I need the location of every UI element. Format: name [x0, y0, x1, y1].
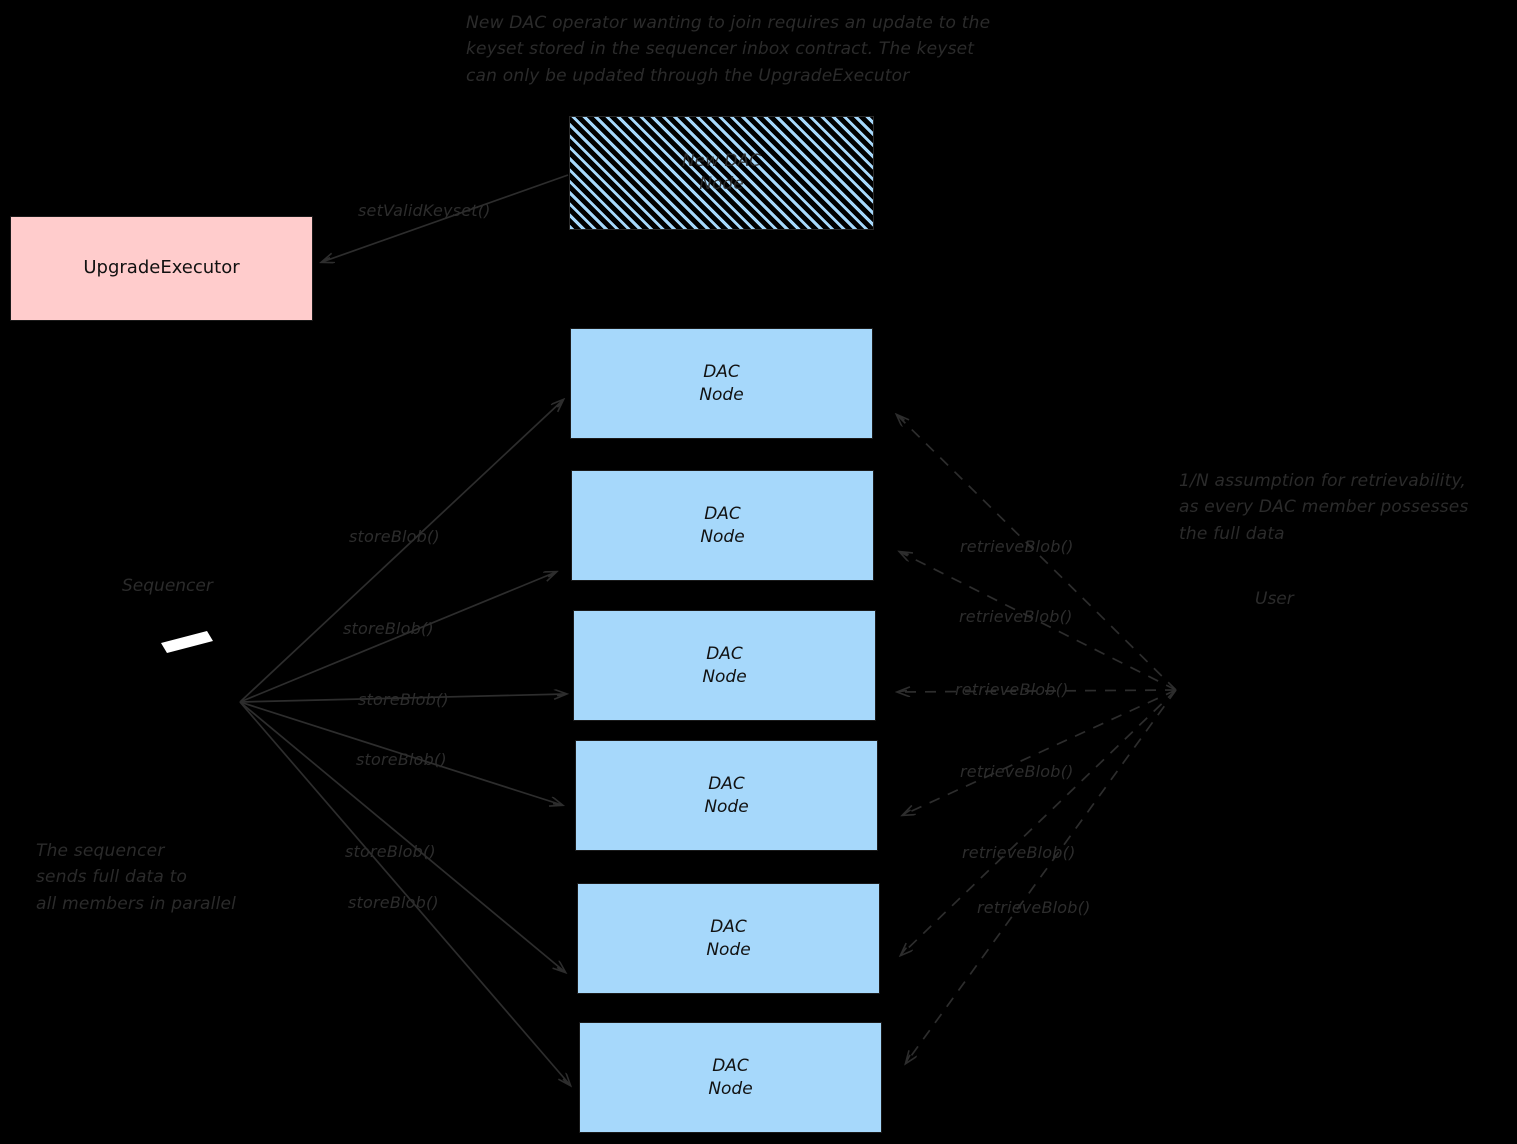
edge-label-retrieve-blob-3: retrieveBlob() — [955, 680, 1069, 699]
edge-retrieve-blob-6 — [906, 689, 1177, 1063]
edge-store-blob-1 — [239, 400, 563, 703]
user-icon — [1250, 620, 1310, 690]
actor-label-user: User — [1255, 589, 1294, 609]
note-right: 1/N assumption for retrievability, as ev… — [1179, 471, 1469, 544]
edge-label-store-blob-5: storeBlob() — [345, 842, 436, 861]
edge-label-store-blob-1: storeBlob() — [349, 527, 440, 546]
edge-label-retrieve-blob-4: retrieveBlob() — [960, 762, 1074, 781]
node-new-dac-node[interactable]: New DAC Node — [569, 116, 874, 230]
edge-store-blob-6 — [239, 701, 570, 1085]
edge-store-blob-2 — [239, 572, 556, 703]
edge-label-retrieve-blob-2: retrieveBlob() — [959, 607, 1073, 626]
edge-retrieve-blob-3 — [898, 690, 1177, 692]
edge-store-blob-4 — [239, 701, 562, 805]
note-top: New DAC operator wanting to join require… — [466, 13, 991, 86]
edge-label-store-blob-6: storeBlob() — [348, 893, 439, 912]
edge-label-retrieve-blob-1: retrieveBlob() — [960, 537, 1074, 556]
edge-label-store-blob-3: storeBlob() — [358, 690, 449, 709]
edge-store-blob-3 — [239, 694, 566, 703]
edge-label-store-blob-2: storeBlob() — [343, 619, 434, 638]
node-dac-2[interactable]: DAC Node — [571, 470, 874, 581]
node-dac-4[interactable]: DAC Node — [575, 740, 878, 851]
node-dac-5[interactable]: DAC Node — [577, 883, 880, 994]
edge-label-retrieve-blob-6: retrieveBlob() — [977, 898, 1091, 917]
node-dac-1[interactable]: DAC Node — [570, 328, 873, 439]
edge-retrieve-blob-1 — [897, 415, 1177, 691]
node-dac-3[interactable]: DAC Node — [573, 610, 876, 721]
edge-label-set-valid-keyset: setValidKeyset() — [358, 201, 491, 220]
edge-retrieve-blob-4 — [903, 689, 1177, 815]
node-new-dac-node-label: New DAC Node — [681, 151, 762, 194]
note-bottom-left: The sequencer sends full data to all mem… — [36, 841, 237, 914]
edge-store-blob-5 — [239, 701, 565, 972]
edge-label-store-blob-4: storeBlob() — [356, 750, 447, 769]
node-upgrade-executor[interactable]: UpgradeExecutor — [10, 216, 313, 321]
edge-retrieve-blob-5 — [901, 689, 1177, 955]
node-dac-6[interactable]: DAC Node — [579, 1022, 882, 1133]
sequencer-icon — [152, 620, 222, 660]
actor-label-sequencer: Sequencer — [122, 576, 213, 596]
edge-set-valid-keyset — [322, 174, 569, 262]
edge-label-retrieve-blob-5: retrieveBlob() — [962, 843, 1076, 862]
